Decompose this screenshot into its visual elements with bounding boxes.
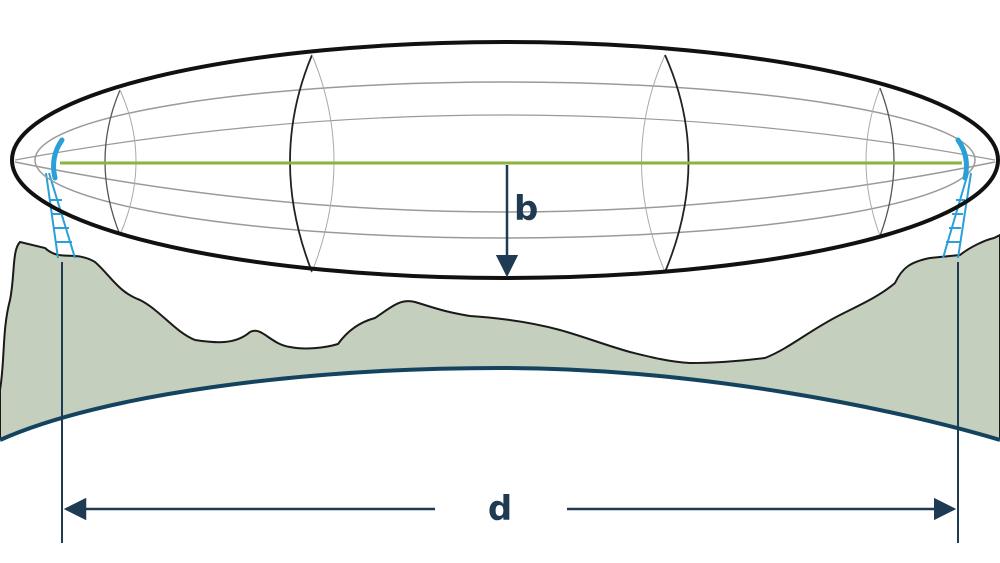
cross-section-ring-1 bbox=[104, 89, 137, 236]
ground-below-curve bbox=[0, 368, 1000, 563]
clearance-label: b bbox=[514, 189, 538, 229]
ellipsoid-back-equator bbox=[14, 114, 996, 161]
cross-section-ring-4 bbox=[865, 87, 895, 237]
ellipsoid-inner-outline bbox=[34, 81, 976, 239]
earth-curvature bbox=[0, 365, 1000, 442]
fresnel-ellipsoid bbox=[10, 40, 1000, 280]
ellipsoid-front-equator bbox=[14, 161, 996, 213]
right-antenna-dish-icon bbox=[955, 137, 969, 181]
left-antenna-dish-icon bbox=[51, 137, 65, 181]
left-antenna-mast bbox=[45, 172, 76, 259]
distance-label: d bbox=[488, 489, 512, 529]
ellipsoid-outer-outline bbox=[10, 40, 1000, 280]
right-antenna-mast bbox=[942, 172, 972, 259]
